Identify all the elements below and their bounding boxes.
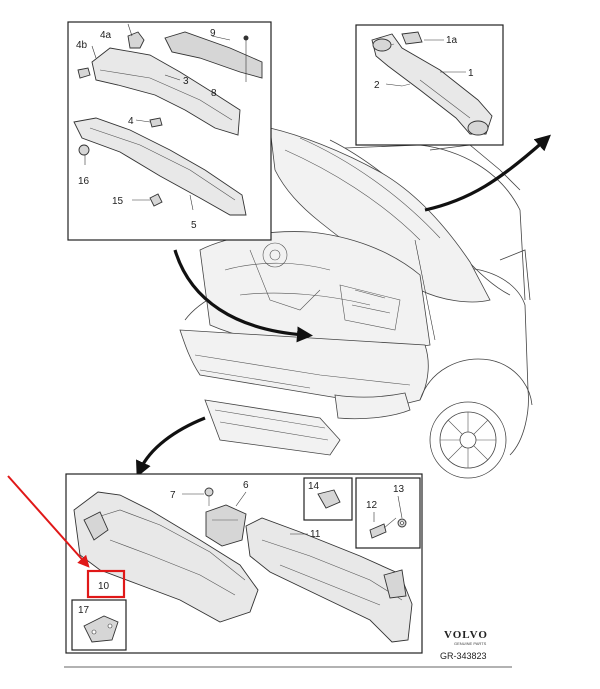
callout-17: 17 bbox=[78, 605, 90, 616]
detail-box-air-duct: 1a 1 2 bbox=[355, 24, 504, 146]
callout-9: 9 bbox=[210, 28, 216, 39]
brand-subtitle: GENUINE PARTS bbox=[454, 641, 487, 646]
callout-4b: 4b bbox=[76, 40, 88, 51]
callout-15: 15 bbox=[112, 196, 124, 207]
callout-3: 3 bbox=[183, 76, 189, 87]
callout-12: 12 bbox=[366, 500, 378, 511]
car-illustration bbox=[179, 127, 533, 479]
callout-6: 6 bbox=[243, 480, 249, 491]
callout-10: 10 bbox=[98, 581, 110, 592]
callout-14: 14 bbox=[308, 481, 320, 492]
callout-1: 1 bbox=[468, 68, 474, 79]
red-pointer-arrow bbox=[7, 475, 90, 568]
callout-1a: 1a bbox=[446, 35, 458, 46]
highlight-box-part-10 bbox=[86, 569, 126, 599]
detail-box-air-guide: 7 6 11 14 12 13 17 10 bbox=[65, 473, 423, 654]
diagram-reference: GR-343823 bbox=[440, 651, 487, 661]
callout-4a: 4a bbox=[100, 30, 112, 41]
detail-box-hood-seals: 4a 4b 9 3 8 4 16 15 5 bbox=[67, 21, 272, 241]
callout-arrows bbox=[136, 134, 551, 478]
callout-4: 4 bbox=[128, 116, 134, 127]
callout-2: 2 bbox=[374, 80, 380, 91]
callout-5: 5 bbox=[191, 220, 197, 231]
callout-16: 16 bbox=[78, 176, 90, 187]
callout-7: 7 bbox=[170, 490, 176, 501]
callout-13: 13 bbox=[393, 484, 405, 495]
callout-11: 11 bbox=[310, 529, 321, 540]
callout-8: 8 bbox=[211, 88, 217, 99]
brand-name: VOLVO bbox=[444, 629, 488, 641]
